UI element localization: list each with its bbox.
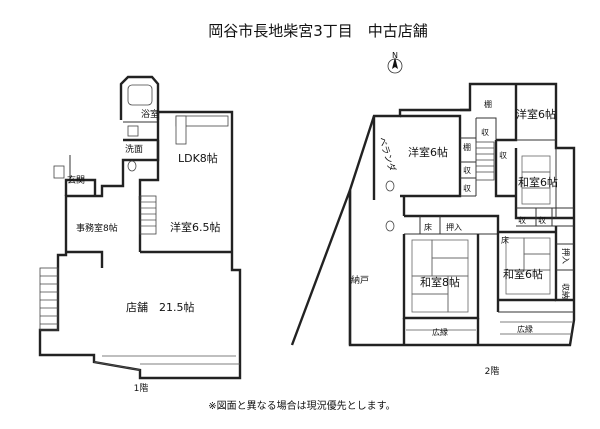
f2-closet-5-label: 収 [538,215,546,225]
f2-japanese-ne-label: 和室6帖 [518,175,558,189]
f2-balcony-label: ベランダ [376,135,399,173]
f2-alcove-a-label: 床 [424,222,432,232]
floor1-caption: 1階 [134,383,149,394]
north-arrow-icon: N [387,51,403,74]
f2-alcove-b-label: 床 [501,235,509,245]
f2-closet-2-label: 収 [463,165,471,175]
f2-veranda-b-label: 広縁 [517,324,533,334]
f2-veranda-a-label: 広縁 [432,327,448,337]
f2-storage-label: 収納 [561,283,571,299]
f1-shop-label: 店舗 21.5帖 [126,300,195,314]
f1-office-label: 事務室8帖 [76,222,118,234]
f2-oshiire-a-label: 押入 [446,222,462,232]
page-title: 岡谷市長地柴宮3丁目 中古店舗 [208,22,428,40]
f2-closet-4-label: 収 [499,150,507,160]
f2-western-a-label: 洋室6帖 [408,145,448,159]
f1-entrance-label: 玄関 [67,174,85,186]
floor1-exterior-stair [39,267,59,331]
f1-western-label: 洋室6.5帖 [170,220,221,234]
floor1-plan: 浴室 洗面 LDK8帖 玄関 事務室8帖 洋室6.5帖 店舗 21.5帖 1階 [38,75,242,394]
f2-japanese-se-label: 和室6帖 [503,267,543,281]
floor2-caption: 2階 [485,366,500,377]
floor2-plan: ベランダ 洋室6帖 洋室6帖 和室6帖 和室8帖 和室6帖 納戸 棚 棚 収 収… [290,82,576,377]
f2-shelf-a-label: 棚 [484,99,492,109]
floor1-stair [139,195,157,235]
f1-bath-label: 浴室 [141,108,159,120]
f2-closet-1-label: 収 [481,127,489,137]
f2-western-b-label: 洋室6帖 [516,107,556,121]
f2-closet-3-label: 収 [463,183,471,193]
f2-shelf-b-label: 棚 [463,142,471,152]
north-label: N [392,51,398,60]
f2-japanese-main-label: 和室8帖 [420,275,460,289]
f2-attic-label: 納戸 [351,274,369,286]
floor2-stair [475,141,495,181]
f2-oshiire-b-label: 押入 [561,248,571,264]
f1-ldk-label: LDK8帖 [178,152,218,165]
disclaimer-note: ※図面と異なる場合は現況優先とします。 [208,399,395,412]
f1-washroom-label: 洗面 [125,143,143,155]
f2-closet-6-label: 収 [518,215,526,225]
